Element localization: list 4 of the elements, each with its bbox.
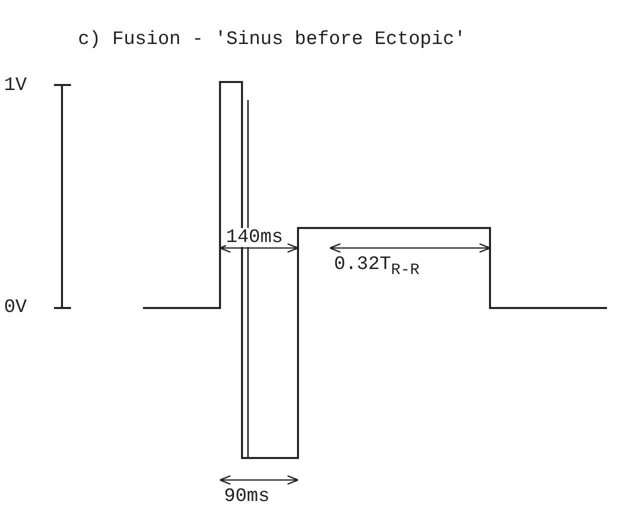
dimension-label: 140ms	[226, 228, 284, 247]
title: c) Fusion - 'Sinus before Ectopic'	[78, 30, 466, 49]
voltage-label: 0V	[4, 298, 27, 317]
voltage-label: 1V	[4, 76, 27, 95]
